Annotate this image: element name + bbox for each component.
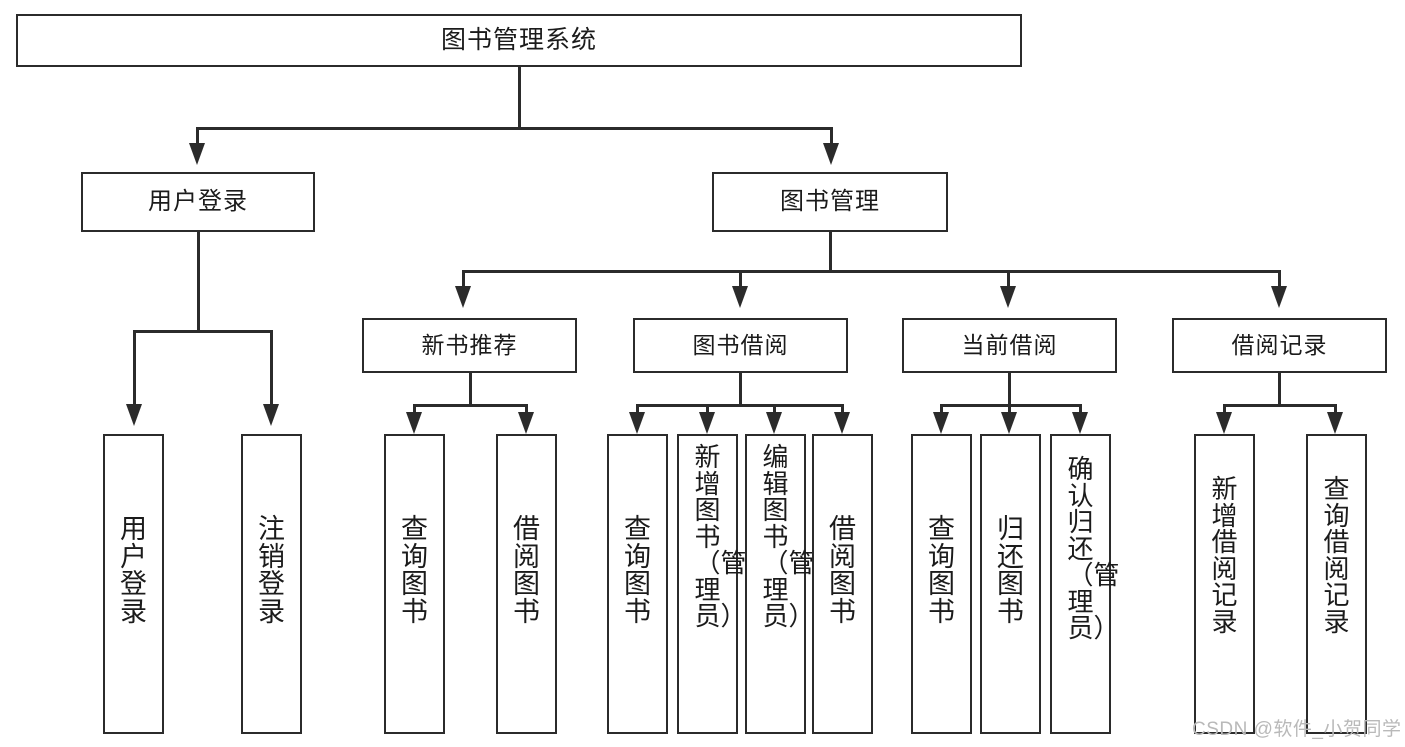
connector-root-to-book-management <box>830 127 833 145</box>
arrow-bm-to-current-borrow <box>1000 286 1016 308</box>
node-label: 查询图书 <box>624 514 651 627</box>
node-label: 图书管理系统 <box>440 26 597 55</box>
arrow-user-login-to-leaf-2 <box>263 404 279 426</box>
arrow-bb-to-leaf-3 <box>766 412 782 434</box>
arrow-bb-to-leaf-4 <box>834 412 850 434</box>
connector-user-login-bus <box>134 330 272 333</box>
node-label: 借阅图书 <box>513 514 540 627</box>
node-label: 借阅记录 <box>1231 332 1328 359</box>
connector-cb-to-leaf-3 <box>1079 404 1082 414</box>
connector-bb-to-leaf-3 <box>773 404 776 414</box>
connector-br-to-leaf-2 <box>1334 404 1337 414</box>
connector-borrow-record-stem <box>1278 373 1281 406</box>
node-label: 用户登录 <box>120 514 147 627</box>
connector-user-login-to-leaf-2 <box>270 330 273 406</box>
connector-book-borrow-bus <box>637 404 844 407</box>
connector-book-borrow-stem <box>739 373 742 406</box>
connector-new-book-to-leaf-2 <box>525 404 528 414</box>
leaf-book-borrow-query-books[interactable]: 查询图书 <box>607 434 668 734</box>
connector-new-book-stem <box>469 373 472 406</box>
connector-root-stem <box>518 67 521 129</box>
node-borrow-record[interactable]: 借阅记录 <box>1172 318 1387 373</box>
node-label: 借阅图书 <box>829 514 856 627</box>
node-label: 新增借阅记录 <box>1211 474 1238 637</box>
node-label: 归还图书 <box>997 514 1024 627</box>
node-label: 新增图书（管理员） <box>694 442 747 632</box>
connector-bm-to-current-borrow <box>1007 270 1010 288</box>
arrow-bm-to-borrow-record <box>1271 286 1287 308</box>
connector-cb-to-leaf-2 <box>1008 404 1011 414</box>
arrow-bm-to-new-book <box>455 286 471 308</box>
node-user-login[interactable]: 用户登录 <box>81 172 315 232</box>
leaf-new-book-query-books[interactable]: 查询图书 <box>384 434 445 734</box>
node-book-management[interactable]: 图书管理 <box>712 172 948 232</box>
node-book-borrow[interactable]: 图书借阅 <box>633 318 848 373</box>
arrow-cb-to-leaf-1 <box>933 412 949 434</box>
csdn-watermark: CSDN @软件_小贺同学 <box>1192 719 1402 740</box>
node-label: 查询图书 <box>401 514 428 627</box>
arrow-new-book-to-leaf-1 <box>406 412 422 434</box>
connector-user-login-to-leaf-1 <box>133 330 136 406</box>
arrow-root-to-book-management <box>823 143 839 165</box>
arrow-br-to-leaf-2 <box>1327 412 1343 434</box>
node-label: 编辑图书（管理员） <box>762 442 815 632</box>
leaf-book-borrow-borrow-books[interactable]: 借阅图书 <box>812 434 873 734</box>
arrow-br-to-leaf-1 <box>1216 412 1232 434</box>
node-label: 当前借阅 <box>961 332 1058 359</box>
leaf-user-login-login[interactable]: 用户登录 <box>103 434 164 734</box>
arrow-root-to-user-login <box>189 143 205 165</box>
connector-book-management-stem <box>829 232 832 272</box>
connector-root-to-user-login <box>196 127 199 145</box>
leaf-current-borrow-return-books[interactable]: 归还图书 <box>980 434 1041 734</box>
leaf-new-book-borrow-books[interactable]: 借阅图书 <box>496 434 557 734</box>
connector-borrow-record-bus <box>1224 404 1336 407</box>
node-label: 查询图书 <box>928 514 955 627</box>
connector-current-borrow-bus <box>941 404 1081 407</box>
connector-user-login-stem <box>197 232 200 332</box>
arrow-bm-to-book-borrow <box>732 286 748 308</box>
leaf-book-borrow-add-book-admin[interactable]: 新增图书（管理员） <box>677 434 747 734</box>
connector-bm-to-borrow-record <box>1278 270 1281 288</box>
node-label: 图书借阅 <box>692 332 789 359</box>
leaf-book-borrow-edit-book-admin[interactable]: 编辑图书（管理员） <box>745 434 815 734</box>
arrow-new-book-to-leaf-2 <box>518 412 534 434</box>
connector-bb-to-leaf-4 <box>841 404 844 414</box>
connector-new-book-bus <box>414 404 527 407</box>
leaf-current-borrow-query-books[interactable]: 查询图书 <box>911 434 972 734</box>
connector-new-book-to-leaf-1 <box>413 404 416 414</box>
connector-current-borrow-stem <box>1008 373 1011 406</box>
node-label: 确认归还（管理员） <box>1067 454 1120 644</box>
node-label: 图书管理 <box>780 188 880 216</box>
leaf-user-login-logout[interactable]: 注销登录 <box>241 434 302 734</box>
leaf-current-borrow-confirm-return-admin[interactable]: 确认归还（管理员） <box>1050 434 1120 734</box>
arrow-bb-to-leaf-1 <box>629 412 645 434</box>
leaf-borrow-record-add-record[interactable]: 新增借阅记录 <box>1194 434 1255 734</box>
node-root-system[interactable]: 图书管理系统 <box>16 14 1022 67</box>
node-new-book-recommend[interactable]: 新书推荐 <box>362 318 577 373</box>
connector-cb-to-leaf-1 <box>940 404 943 414</box>
connector-br-to-leaf-1 <box>1223 404 1226 414</box>
node-label: 注销登录 <box>258 514 285 627</box>
connector-bm-to-book-borrow <box>739 270 742 288</box>
connector-bb-to-leaf-1 <box>636 404 639 414</box>
node-current-borrow[interactable]: 当前借阅 <box>902 318 1117 373</box>
arrow-cb-to-leaf-3 <box>1072 412 1088 434</box>
arrow-bb-to-leaf-2 <box>699 412 715 434</box>
leaf-borrow-record-query-record[interactable]: 查询借阅记录 <box>1306 434 1367 734</box>
arrow-cb-to-leaf-2 <box>1001 412 1017 434</box>
node-label: 新书推荐 <box>421 332 518 359</box>
connector-book-management-bus <box>463 270 1280 273</box>
connector-root-bus <box>197 127 833 130</box>
connector-bm-to-new-book <box>462 270 465 288</box>
node-label: 查询借阅记录 <box>1323 474 1350 637</box>
connector-bb-to-leaf-2 <box>706 404 709 414</box>
arrow-user-login-to-leaf-1 <box>126 404 142 426</box>
node-label: 用户登录 <box>148 188 248 216</box>
